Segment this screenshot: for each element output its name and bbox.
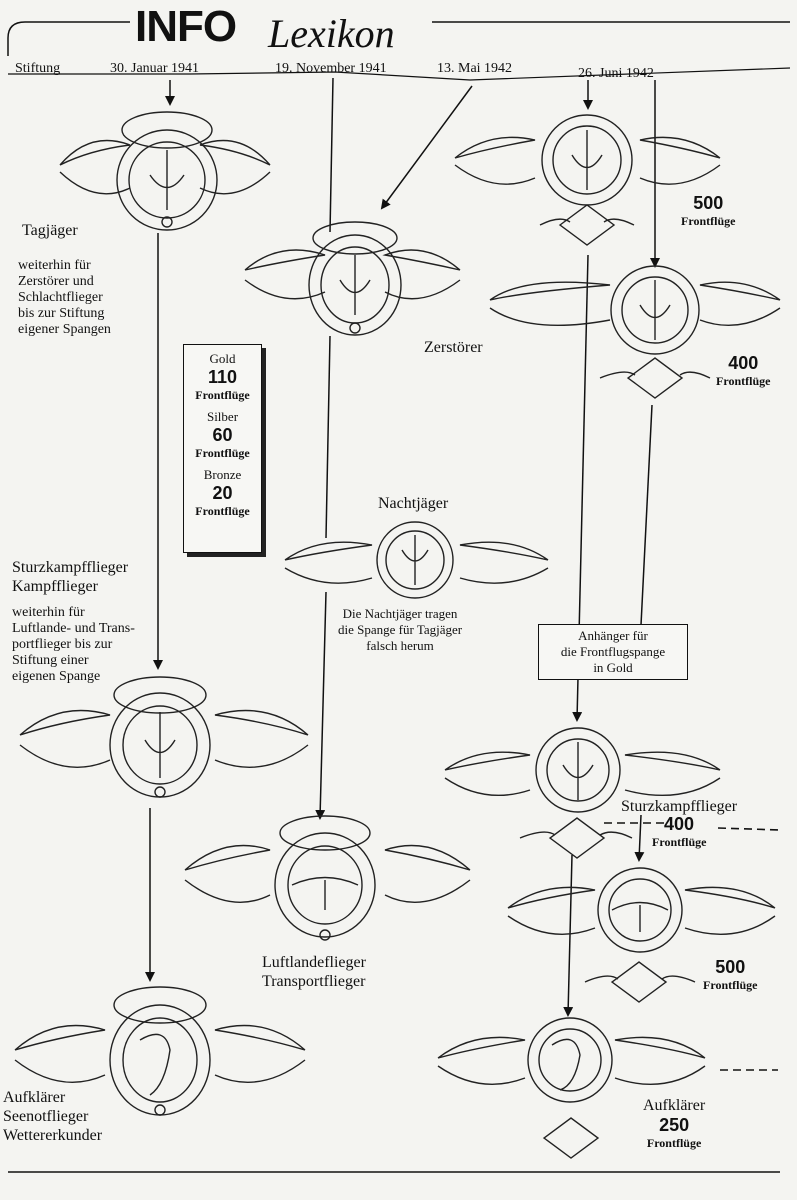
note-kampfflieger: weiterhin für Luftlande- und Trans- port… xyxy=(12,605,135,684)
box-anhaenger: Anhänger für die Frontflugspange in Gold xyxy=(538,624,688,680)
label-nachtjaeger: Nachtjäger xyxy=(378,495,449,512)
legend-bronze: Bronze 20 Frontflüge xyxy=(195,467,250,518)
count-500-top: 500 Frontflüge xyxy=(681,193,736,228)
label-aufklaerer-left: Aufklärer Seenotflieger Wettererkunder xyxy=(3,1089,103,1144)
badge-tagjaeger-icon xyxy=(59,111,271,231)
timeline-date-4: 26. Juni 1942 xyxy=(578,66,654,81)
count-500-bottom: 500 Frontflüge xyxy=(703,957,758,992)
badge-tagjaeger-gold-icon xyxy=(454,114,721,246)
header-brand: INFO xyxy=(135,2,237,51)
timeline-date-2: 19. November 1941 xyxy=(275,61,387,76)
badge-aufklaerer-gold-icon xyxy=(437,1017,706,1159)
label-tagjaeger: Tagjäger xyxy=(22,222,78,239)
timeline-date-3: 13. Mai 1942 xyxy=(437,61,513,76)
legend-box: Gold 110 Frontflüge Silber 60 Frontflüge… xyxy=(183,344,262,553)
timeline-date-1: 30. Januar 1941 xyxy=(110,61,200,76)
badge-luftlande-icon xyxy=(184,815,471,941)
badge-luftlande-gold-icon xyxy=(507,867,776,1003)
badge-zerstoerer-gold-icon xyxy=(489,265,781,399)
header-subtitle: Lexikon xyxy=(268,11,395,56)
count-400-stuka: 400 xyxy=(664,814,695,834)
badge-zerstoerer-icon xyxy=(244,221,461,336)
timeline-stiftung: Stiftung xyxy=(15,61,61,76)
label-zerstoerer: Zerstörer xyxy=(424,339,483,356)
badge-sturzkampf-gold-icon xyxy=(444,727,721,859)
legend-silber: Silber 60 Frontflüge xyxy=(195,409,250,460)
label-kampfflieger: Sturzkampfflieger Kampfflieger xyxy=(12,559,129,595)
label-sturzkampfflieger-right: Sturzkampfflieger xyxy=(621,798,738,815)
legend-gold: Gold 110 Frontflüge xyxy=(195,351,250,402)
label-aufklaerer-right: Aufklärer 250 Frontflüge xyxy=(643,1097,706,1150)
badge-aufklaerer-icon xyxy=(14,986,306,1116)
unit-400-stuka: Frontflüge xyxy=(652,835,707,849)
label-luftlandeflieger: Luftlandeflieger Transportflieger xyxy=(262,954,366,990)
note-nachtjaeger: Die Nachtjäger tragen die Spange für Tag… xyxy=(338,606,463,653)
note-tagjaeger: weiterhin für Zerstörer und Schlachtflie… xyxy=(18,258,111,337)
count-400-top: 400 Frontflüge xyxy=(716,353,771,388)
badge-kampfflieger-icon xyxy=(19,676,309,798)
badge-nachtjaeger-icon xyxy=(284,521,549,599)
